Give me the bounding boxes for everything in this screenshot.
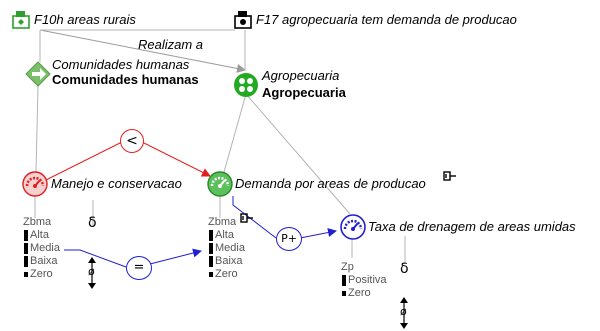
qs-1-value-media[interactable]: Media <box>23 242 60 255</box>
qs-2-name: Zbma <box>208 216 237 228</box>
qs-2-value-alta[interactable]: Alta <box>208 229 245 242</box>
derivative-1-delta: δ <box>88 215 97 231</box>
diamond-arrow-icon[interactable] <box>25 61 51 87</box>
scenario-green-icon[interactable] <box>11 8 33 30</box>
quantity-space-2: Zbma Alta Media Baixa Zero <box>208 216 245 281</box>
qs-1-value-alta[interactable]: Alta <box>23 229 60 242</box>
blue-lines <box>64 196 337 268</box>
inequality-lines <box>45 141 211 181</box>
quantity-3-label: Taxa de drenagem de areas umidas <box>368 219 576 234</box>
qs-3-value-zero[interactable]: Zero <box>341 287 387 300</box>
qs-1-value-zero[interactable]: Zero <box>23 268 60 281</box>
scenario-black-icon[interactable] <box>233 8 255 30</box>
qs-2-value-zero[interactable]: Zero <box>208 268 245 281</box>
plug-icon[interactable] <box>443 171 457 181</box>
entity-1-italic-label: Comunidades humanas <box>52 57 190 72</box>
structure-lines <box>34 29 406 262</box>
qs-1-value-baixa[interactable]: Baixa <box>23 255 60 268</box>
quantity-space-3: Zp Positiva Zero <box>341 261 387 300</box>
derivative-3-zero: ø <box>400 305 407 318</box>
derivative-1-zero: ø <box>88 265 95 278</box>
entity-2-italic-label: Agropecuaria <box>262 68 340 83</box>
relation-label: Realizam a <box>138 37 204 52</box>
scenario-label-2: F17 agropecuaria tem demanda de producao <box>256 12 517 27</box>
entity-1-bold-label: Comunidades humanas <box>52 72 199 87</box>
derivative-3-arrow[interactable] <box>398 296 410 331</box>
quantity-space-1: Zbma Alta Media Baixa Zero <box>23 216 60 281</box>
gauge-green-icon[interactable] <box>207 171 233 197</box>
gauge-red-icon[interactable] <box>22 171 48 197</box>
derivative-1-arrow[interactable] <box>86 256 98 295</box>
qs-2-value-media[interactable]: Media <box>208 242 245 255</box>
entity-2-bold-label: Agropecuaria <box>262 85 346 100</box>
qs-2-value-baixa[interactable]: Baixa <box>208 255 245 268</box>
qs-1-name: Zbma <box>23 216 52 228</box>
derivative-3-delta: δ <box>400 261 409 277</box>
inequality-less-than[interactable]: < <box>120 129 144 153</box>
qs-3-value-positiva[interactable]: Positiva <box>341 274 387 287</box>
quantity-2-label: Demanda por areas de producao <box>235 176 426 191</box>
qs-3-name: Zp <box>341 261 354 273</box>
quantity-1-label: Manejo e conservacao <box>51 176 182 191</box>
plug-icon-2[interactable] <box>240 213 254 223</box>
proportionality-p-plus[interactable]: P+ <box>276 227 302 251</box>
scenario-label-1: F10h areas rurais <box>34 12 136 27</box>
gauge-blue-icon[interactable] <box>340 214 366 240</box>
correspondence-equal[interactable]: = <box>126 256 152 280</box>
green-dots-circle-icon[interactable] <box>233 72 259 98</box>
